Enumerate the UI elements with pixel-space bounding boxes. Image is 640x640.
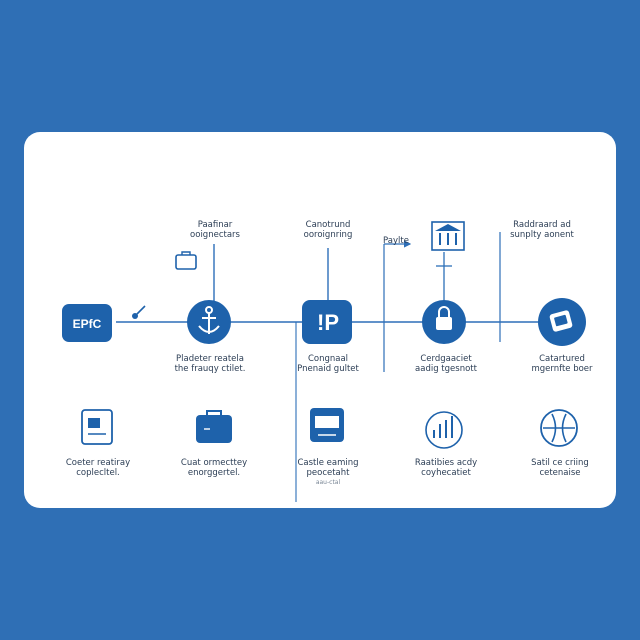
label-text: Catartured: [539, 354, 585, 364]
label-text: Paafinar: [197, 220, 233, 230]
monitor-icon: [310, 408, 344, 442]
label-text: ooignectars: [190, 230, 240, 240]
label-text: Coeter reatiray: [65, 458, 131, 468]
node-lock: [422, 300, 466, 344]
label-bottom-2: Cuat ormecttey enorggertel.: [181, 458, 247, 478]
label-text: ooroignring: [303, 230, 353, 240]
lock-icon: [436, 306, 452, 330]
bank-icon: [431, 221, 465, 251]
label-text: aadig tgesnott: [415, 364, 477, 374]
flow-diagram: EPfC !P: [62, 221, 586, 502]
label-text: coplecltel.: [76, 468, 120, 478]
bar-chart-icon: [425, 411, 463, 449]
label-text: Paylte: [383, 236, 409, 246]
phone-icon: [549, 310, 573, 332]
label-top-4: Raddraard ad sunplty aonent: [510, 220, 574, 240]
label-mid-3: Cerdgaaciet aadig tgesnott: [415, 354, 477, 374]
bottom-caption: aau-ctal: [315, 479, 341, 486]
label-text: Castle eaming: [297, 458, 359, 468]
label-mid-2: Congnaal Pnenaid gultet: [297, 354, 359, 374]
label-text: coyhecatiet: [421, 468, 471, 478]
node-anchor: [187, 300, 231, 344]
label-text: Pnenaid gultet: [297, 364, 359, 374]
label-text: sunplty aonent: [510, 230, 574, 240]
node-phone: [538, 298, 586, 346]
label-bottom-5: Satil ce criing cetenaise: [531, 458, 589, 478]
label-text: the frauqy ctilet.: [174, 364, 246, 374]
label-text: Pladeter reatela: [176, 354, 244, 364]
start-badge: EPfC: [62, 304, 112, 342]
start-badge-text: EPfC: [73, 317, 102, 331]
label-mid-4: Catartured mgernfte boer: [531, 354, 592, 374]
node-p: !P: [302, 300, 352, 344]
label-text: Cuat ormecttey: [180, 458, 248, 468]
label-top-1: Paafinar ooignectars: [190, 220, 240, 240]
label-text: peocetaht: [306, 468, 350, 478]
label-text: Congnaal: [307, 354, 349, 364]
p-letter-icon: !P: [317, 310, 339, 335]
diagram-card: EPfC !P: [24, 132, 616, 508]
label-text: cetenaise: [539, 468, 581, 478]
label-top-2: Canotrund ooroignring: [304, 220, 353, 240]
suitcase-icon: [196, 410, 232, 443]
label-text: mgernfte boer: [531, 364, 593, 374]
label-text: Cerdgaaciet: [420, 354, 472, 364]
label-bottom-4: Raatibies acdy coyhecatiet: [415, 458, 477, 478]
label-text: Satil ce criing: [531, 458, 589, 468]
svg-text:!P: !P: [317, 310, 339, 335]
label-mid-1: Pladeter reatela the frauqy ctilet.: [175, 354, 246, 374]
label-bottom-3: Castle eaming peocetaht aau-ctal: [297, 458, 358, 488]
globe-icon: [540, 409, 578, 447]
label-text: Raatibies acdy: [414, 458, 478, 468]
document-icon: [81, 409, 113, 445]
label-text: enorggertel.: [187, 468, 241, 478]
anchor-icon: [198, 306, 220, 334]
label-bottom-1: Coeter reatiray coplecltel.: [66, 458, 130, 478]
label-text: Canotrund: [305, 220, 351, 230]
label-text: Raddraard ad: [513, 220, 571, 230]
briefcase-icon: [175, 251, 197, 270]
label-top-3: Paylte: [383, 236, 409, 246]
pin-icon: [132, 305, 146, 319]
